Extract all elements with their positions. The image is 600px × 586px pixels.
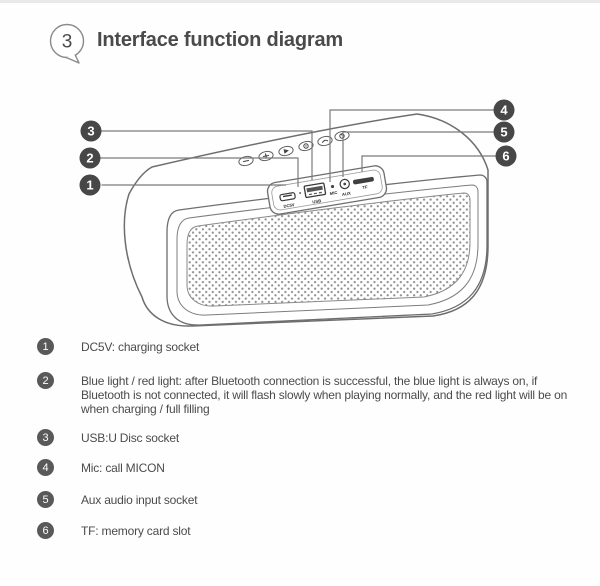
speech-bubble-tail [65, 54, 80, 64]
svg-text:2: 2 [86, 151, 93, 166]
legend-badge-1: 1 [37, 338, 54, 355]
aux-jack: AUX [339, 178, 352, 197]
callout-lines [100, 109, 496, 187]
speaker-illustration: DC5V USB MIC [123, 113, 489, 327]
legend-item-4: 4 Mic: call MICON [37, 459, 577, 476]
svg-text:4: 4 [500, 103, 508, 118]
play-pause-button-icon [278, 145, 294, 157]
callout-markers: 1 2 3 4 5 6 [79, 99, 517, 196]
callout-3: 3 [80, 120, 102, 142]
legend-item-5: 5 Aux audio input socket [37, 491, 577, 508]
step-number: 3 [62, 32, 73, 53]
mic-hole: MIC [329, 184, 338, 196]
callout-5: 5 [493, 121, 515, 143]
speaker-grille [186, 192, 471, 307]
leader-line-6 [361, 155, 496, 172]
legend-text-4: Mic: call MICON [81, 461, 165, 475]
indicator-led [299, 191, 302, 194]
legend-text-2: Blue light / red light: after Bluetooth … [81, 374, 568, 416]
legend-item-6: 6 TF: memory card slot [37, 522, 577, 539]
leader-line-4 [329, 109, 494, 182]
tf-slot: TF [353, 176, 374, 190]
legend-item-3: 3 USB:U Disc socket [37, 429, 577, 446]
legend-item-2: 2 Blue light / red light: after Bluetoot… [37, 372, 577, 416]
legend-badge-6: 6 [37, 522, 54, 539]
legend-text-1: DC5V: charging socket [81, 340, 200, 354]
legend-text-6: TF: memory card slot [81, 524, 191, 538]
port-panel: DC5V USB MIC [266, 165, 388, 215]
legend-badge-2: 2 [37, 372, 54, 389]
legend-text-3: USB:U Disc socket [81, 431, 179, 445]
micro-usb-port: DC5V [279, 192, 296, 209]
callout-2: 2 [79, 147, 101, 169]
volume-down-button-icon [238, 155, 254, 167]
usb-label: USB [312, 198, 322, 204]
mode-button-icon [298, 140, 314, 152]
legend-item-1: 1 DC5V: charging socket [37, 338, 577, 355]
svg-text:1: 1 [86, 178, 93, 193]
callout-6: 6 [495, 145, 517, 167]
legend-text-5: Aux audio input socket [81, 493, 198, 507]
legend-badge-4: 4 [37, 459, 54, 476]
header: 3 Interface function diagram [0, 0, 600, 70]
tf-label: TF [362, 184, 368, 190]
svg-text:6: 6 [502, 149, 509, 164]
svg-text:3: 3 [87, 124, 94, 139]
aux-label: AUX [342, 191, 352, 197]
leader-line-2 [100, 157, 299, 187]
step-bubble: 3 [49, 23, 85, 64]
usb-port: USB [303, 182, 327, 205]
callout-1: 1 [79, 174, 101, 196]
page-title: Interface function diagram [97, 29, 343, 51]
leader-line-3 [101, 130, 313, 180]
leader-line-5 [342, 131, 494, 177]
svg-text:5: 5 [500, 125, 507, 140]
legend-badge-5: 5 [37, 491, 54, 508]
phone-button-icon [317, 135, 333, 147]
callout-4: 4 [493, 99, 515, 121]
mic-label: MIC [329, 190, 337, 196]
legend-badge-3: 3 [37, 429, 54, 446]
dc5v-label: DC5V [283, 202, 295, 209]
page-top-edge [0, 0, 600, 3]
